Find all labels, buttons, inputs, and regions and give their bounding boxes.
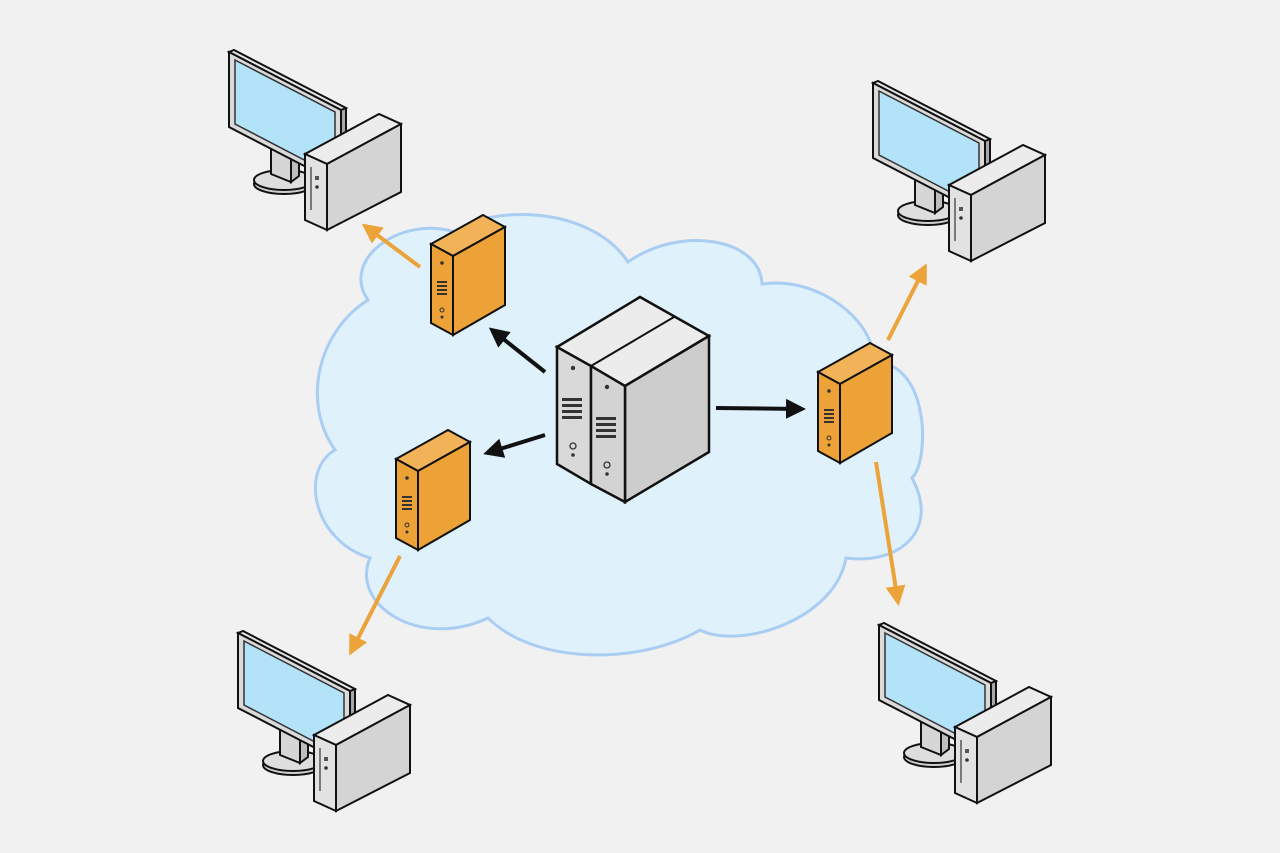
arrow-upper-left-to-workstation (361, 223, 422, 269)
workstation-bottom-right (878, 622, 1052, 804)
arrow-central-to-right (715, 398, 806, 419)
workstation-top-right (872, 80, 1046, 262)
arrow-lower-left-to-workstation (349, 555, 402, 656)
server-rack-icon (554, 295, 712, 505)
arrow-central-to-upper-left (488, 327, 547, 374)
arrow-right-to-bottom-workstation (874, 461, 906, 606)
workstation-bottom-left (237, 630, 411, 812)
arrow-central-to-lower-left (483, 433, 546, 458)
arrow-right-to-top-workstation (886, 263, 927, 341)
workstation-top-left (228, 49, 402, 231)
